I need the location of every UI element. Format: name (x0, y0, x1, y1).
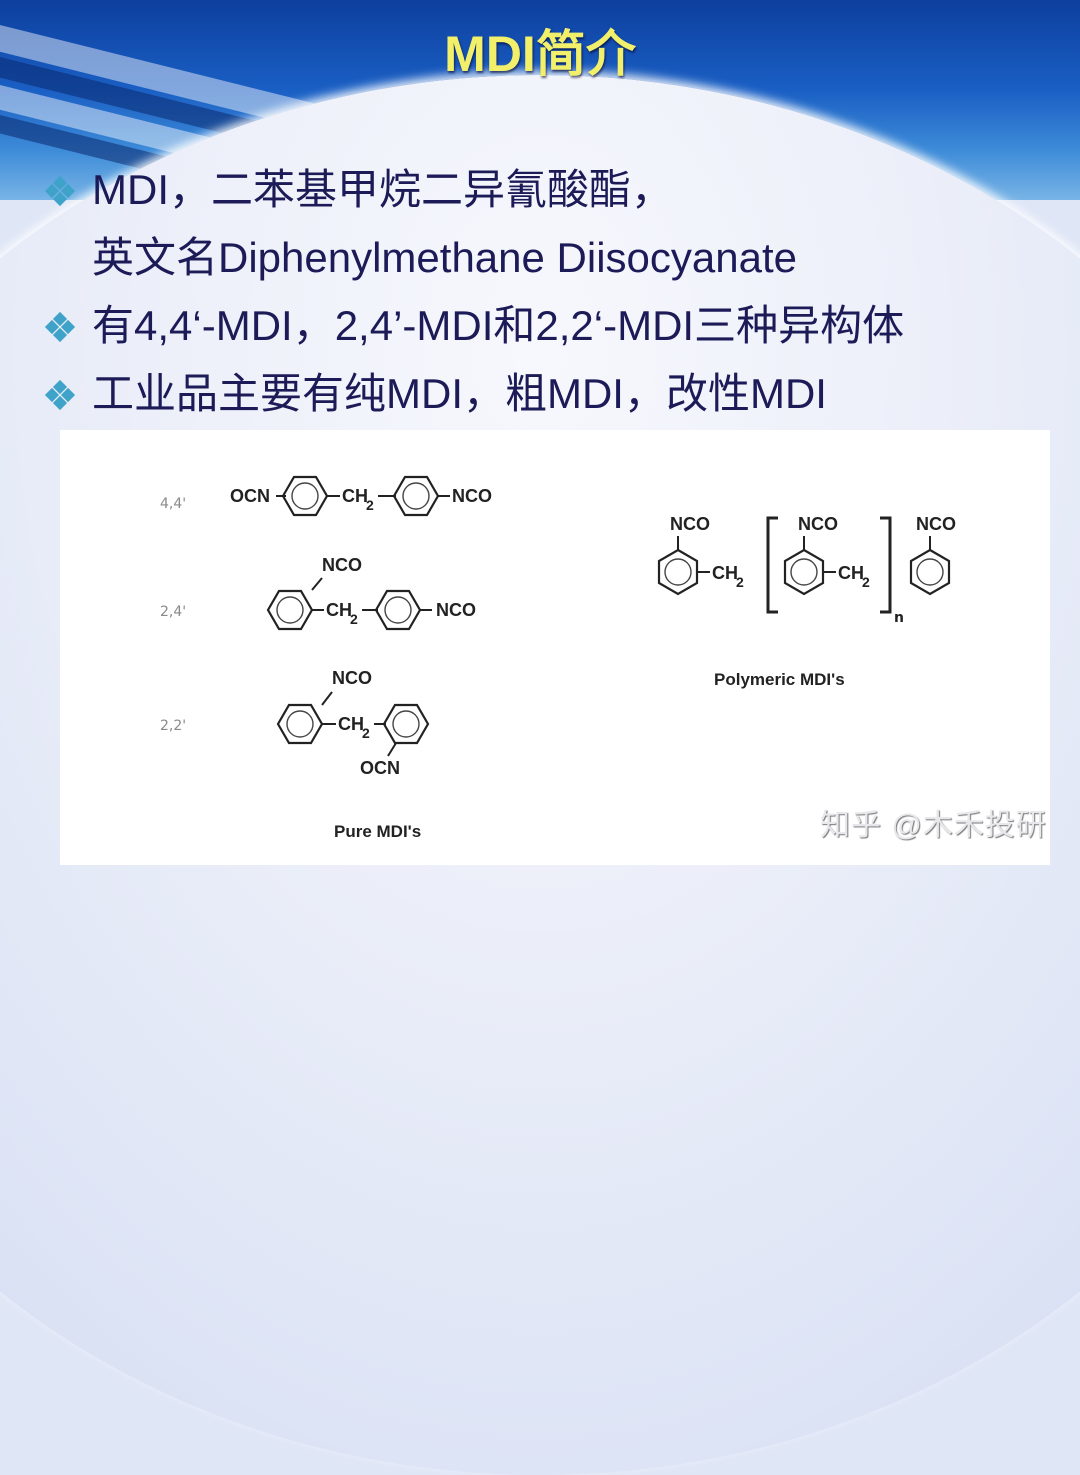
svg-text:CH: CH (326, 600, 352, 620)
svg-text:NCO: NCO (322, 555, 362, 575)
bullet-item: 工业品主要有纯MDI，粗MDI，改性MDI (44, 364, 1044, 432)
bullet-text: 有4,4‘-MDI，2,4’-MDI和2,2‘-MDI三种异构体 (92, 302, 905, 349)
structure-polymeric-mdi: NCO CH2 NCO CH2 NCO (657, 514, 956, 614)
bullet-item: MDI，二苯基甲烷二异氰酸酯， (44, 160, 1044, 228)
four-diamond-bullet-icon (44, 379, 76, 412)
watermark: 知乎 @木禾投研 (820, 809, 1047, 842)
bullet-text: 英文名Diphenylmethane Diisocyanate (92, 234, 797, 281)
svg-text:CH: CH (712, 563, 738, 583)
structure-44-mdi: OCN CH2 NCO (230, 475, 492, 517)
bullet-text: 工业品主要有纯MDI，粗MDI，改性MDI (92, 370, 827, 417)
svg-text:CH: CH (338, 714, 364, 734)
polymeric-mdi-caption: Polymeric MDI's (714, 670, 845, 689)
chemical-structures: OCN CH2 NCO NCO CH2 NCO NCO (230, 475, 956, 778)
svg-text:CH: CH (838, 563, 864, 583)
svg-text:NCO: NCO (436, 600, 476, 620)
isomer-label-44: 4,4' (160, 496, 187, 512)
isomer-label-24: 2,4' (160, 604, 187, 620)
svg-text:2: 2 (736, 574, 744, 590)
svg-text:2: 2 (366, 497, 374, 513)
svg-text:NCO: NCO (916, 514, 956, 534)
four-diamond-bullet-icon (44, 175, 76, 208)
svg-text:OCN: OCN (360, 758, 400, 778)
bullet-item: 有4,4‘-MDI，2,4’-MDI和2,2‘-MDI三种异构体 (44, 296, 1044, 364)
bullet-list: MDI，二苯基甲烷二异氰酸酯， 英文名Diphenylmethane Diiso… (44, 160, 1044, 432)
svg-text:NCO: NCO (452, 486, 492, 506)
svg-text:2: 2 (350, 611, 358, 627)
svg-text:2: 2 (362, 725, 370, 741)
svg-text:NCO: NCO (332, 668, 372, 688)
svg-text:NCO: NCO (798, 514, 838, 534)
svg-text:OCN: OCN (230, 486, 270, 506)
bullet-text: MDI，二苯基甲烷二异氰酸酯， (92, 166, 673, 213)
four-diamond-bullet-icon (44, 311, 76, 344)
pure-mdi-caption: Pure MDI's (334, 822, 422, 841)
slide-title: MDI简介 (444, 26, 636, 82)
repeat-subscript: n (894, 610, 904, 626)
svg-text:CH: CH (342, 486, 368, 506)
structure-22-mdi: NCO CH2 OCN (276, 668, 430, 778)
isomer-label-22: 2,2' (160, 718, 187, 734)
svg-text:NCO: NCO (670, 514, 710, 534)
svg-text:2: 2 (862, 574, 870, 590)
bullet-continuation: 英文名Diphenylmethane Diisocyanate (44, 228, 1044, 296)
structure-24-mdi: NCO CH2 NCO (266, 555, 476, 631)
